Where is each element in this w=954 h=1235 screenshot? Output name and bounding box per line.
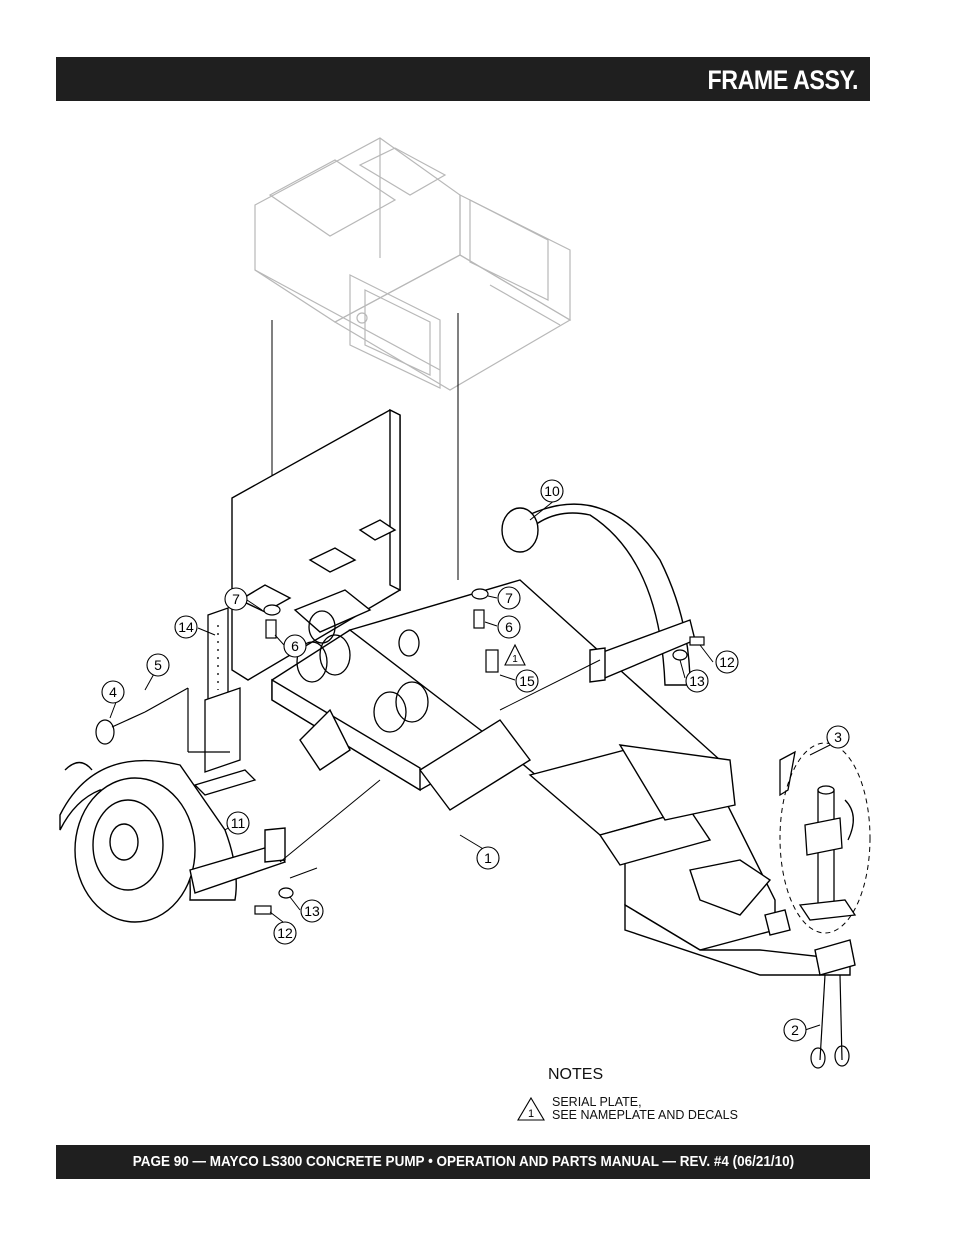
svg-text:11: 11 bbox=[231, 815, 246, 831]
svg-text:4: 4 bbox=[109, 684, 117, 700]
svg-text:10: 10 bbox=[544, 483, 560, 499]
frame-tube-openings bbox=[296, 610, 429, 733]
footer-bar: PAGE 90 — MAYCO LS300 CONCRETE PUMP • OP… bbox=[56, 1145, 870, 1179]
svg-text:14: 14 bbox=[178, 619, 194, 635]
jack-detail-outline bbox=[779, 742, 871, 934]
svg-text:2: 2 bbox=[791, 1022, 799, 1038]
callout-leader-lines bbox=[109, 499, 837, 1031]
callout-11: 11 bbox=[226, 811, 250, 835]
svg-text:7: 7 bbox=[232, 591, 240, 607]
callout-4: 4 bbox=[101, 680, 125, 704]
callout-12-left: 12 bbox=[273, 921, 297, 945]
safety-chains bbox=[810, 974, 850, 1069]
callout-14: 14 bbox=[174, 615, 198, 639]
left-fender-wheel bbox=[59, 759, 287, 923]
callout-12-right: 12 bbox=[715, 650, 739, 674]
svg-text:15: 15 bbox=[519, 673, 535, 689]
callout-1-center: 1 bbox=[476, 846, 500, 870]
callout-2: 2 bbox=[783, 1018, 807, 1042]
callout-13-left: 13 bbox=[300, 899, 324, 923]
svg-text:13: 13 bbox=[304, 903, 320, 919]
callout-7-left: 7 bbox=[224, 587, 248, 611]
tongue-jack-assembly bbox=[779, 750, 857, 921]
svg-text:1: 1 bbox=[484, 850, 492, 866]
svg-text:6: 6 bbox=[291, 638, 299, 654]
callout-5: 5 bbox=[146, 653, 170, 677]
callout-7-right: 7 bbox=[497, 586, 521, 610]
pump-housing-outline bbox=[254, 137, 572, 391]
svg-text:6: 6 bbox=[505, 619, 513, 635]
right-fender bbox=[501, 503, 696, 686]
page-title: FRAME ASSY. bbox=[707, 65, 858, 95]
note-warning-icon: 1 bbox=[517, 1096, 545, 1121]
svg-text:1: 1 bbox=[512, 654, 518, 665]
trailer-frame bbox=[231, 408, 856, 976]
callout-15: 15 bbox=[515, 669, 539, 693]
left-stand-assembly bbox=[193, 607, 257, 796]
header-bar: FRAME ASSY. bbox=[56, 57, 870, 101]
svg-text:5: 5 bbox=[154, 657, 162, 673]
callout-10: 10 bbox=[540, 479, 564, 503]
footer-text: PAGE 90 — MAYCO LS300 CONCRETE PUMP • OP… bbox=[132, 1153, 794, 1170]
callout-3: 3 bbox=[826, 725, 850, 749]
callout-13-right: 13 bbox=[685, 669, 709, 693]
svg-text:3: 3 bbox=[834, 729, 842, 745]
svg-text:12: 12 bbox=[277, 925, 293, 941]
serial-plate-warning: 1 bbox=[504, 643, 526, 666]
svg-text:13: 13 bbox=[689, 673, 705, 689]
callout-6-right: 6 bbox=[497, 615, 521, 639]
note-line-2: SEE NAMEPLATE AND DECALS bbox=[552, 1108, 738, 1122]
note-text: SERIAL PLATE, SEE NAMEPLATE AND DECALS bbox=[552, 1096, 738, 1122]
callout-6-left: 6 bbox=[283, 634, 307, 658]
fastener-hardware bbox=[95, 588, 705, 915]
svg-text:7: 7 bbox=[505, 590, 513, 606]
note-line-1: SERIAL PLATE, bbox=[552, 1095, 642, 1109]
svg-text:12: 12 bbox=[719, 654, 735, 670]
notes-title: NOTES bbox=[548, 1066, 604, 1083]
svg-text:1: 1 bbox=[528, 1108, 534, 1120]
